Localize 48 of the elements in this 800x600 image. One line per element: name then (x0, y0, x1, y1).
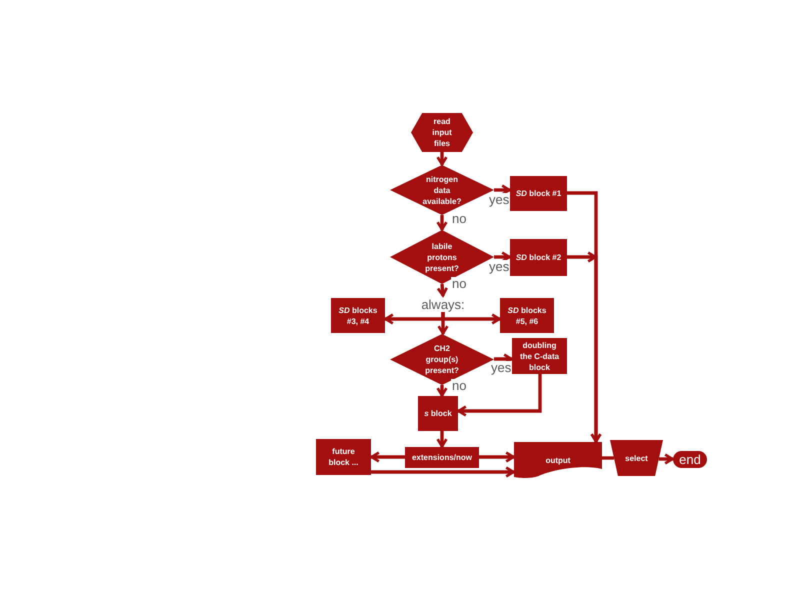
node-label: select (624, 452, 649, 464)
node-label: doubling the C-data block (518, 340, 560, 372)
process-box (418, 396, 458, 431)
edge-label: yes (490, 361, 512, 375)
node-label: SD blocks #3, #4 (338, 304, 378, 326)
process-box (510, 239, 567, 276)
start-hexagon (411, 113, 473, 152)
process-box (500, 298, 554, 333)
edge-label: yes (488, 193, 510, 207)
arrow (436, 215, 448, 231)
trapezoid-box (610, 440, 663, 476)
arrow (436, 284, 448, 297)
edge-label: no (451, 379, 468, 393)
arrow (436, 152, 448, 166)
arrow (479, 451, 515, 463)
end-terminal (673, 451, 707, 468)
process-box (512, 338, 567, 374)
node-label: extensions/now (410, 452, 473, 463)
arrow (658, 453, 674, 465)
node-label: read input files (431, 116, 453, 149)
arrow (457, 374, 542, 417)
node-label: CH2 group(s) present? (424, 343, 460, 376)
edge-label: no (451, 277, 468, 291)
arrow (436, 431, 448, 448)
arrow (494, 251, 511, 263)
document-shape (514, 442, 602, 478)
arrow (494, 184, 511, 196)
process-box (331, 298, 385, 333)
arrow (371, 466, 515, 478)
node-label: labile protons present? (424, 240, 460, 274)
process-box (316, 439, 371, 475)
node-label: output (544, 454, 572, 466)
arrow (567, 252, 602, 442)
node-label: future block ... (328, 446, 360, 468)
process-box (510, 176, 567, 211)
node-label: nitrogen data available? (422, 174, 462, 206)
node-label: SD blocks #5, #6 (506, 304, 548, 326)
connector-line (602, 456, 614, 460)
flow-label: always: (418, 296, 468, 312)
arrow (436, 385, 448, 397)
process-box (405, 447, 479, 468)
node-label: SD block #1 (514, 188, 562, 199)
arrow (370, 451, 405, 463)
node-label: SD block #2 (514, 252, 562, 263)
edge-label: yes (488, 260, 510, 274)
arrow (437, 312, 449, 335)
node-label: s block (423, 408, 453, 419)
node-label: end (678, 452, 702, 467)
